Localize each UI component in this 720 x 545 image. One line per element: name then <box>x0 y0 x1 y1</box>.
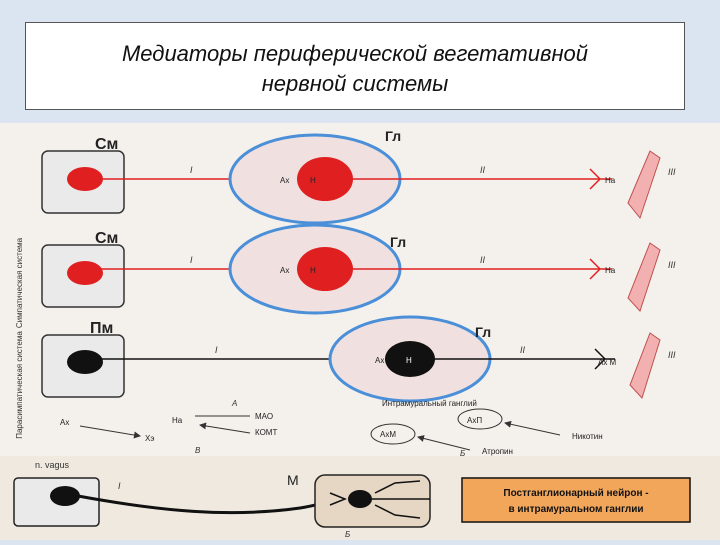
mao-label: МАО <box>255 412 273 421</box>
vagus-roman: I <box>118 481 121 491</box>
intramural-neuron <box>348 490 372 508</box>
gang-receptor-label-3: Н <box>406 356 412 365</box>
roman-1-3: I <box>215 345 218 355</box>
nerve-ending-1 <box>589 168 612 190</box>
cns-nucleus-3 <box>67 350 103 374</box>
effector-label-2: На <box>605 266 616 275</box>
ganglion-label-2: Гл <box>390 234 406 250</box>
diagram-svg: Симпатическая система Парасимпатическая … <box>0 128 720 540</box>
ax-arrow <box>79 425 141 439</box>
komt-label: КОМТ <box>255 428 277 437</box>
side-label-parasympathetic: Парасимпатическая система <box>15 331 24 439</box>
axm-label: АхМ <box>380 430 396 439</box>
synapse-label-2: Ах <box>280 266 289 275</box>
nicotine-label: Никотин <box>572 432 603 441</box>
roman-2-1: II <box>480 165 486 175</box>
row-2: См I Гл Ах Н II На III <box>41 223 676 315</box>
ax-label: Ах <box>60 418 69 427</box>
vagus-label: n. vagus <box>35 460 70 470</box>
roman-3-1: III <box>668 167 676 177</box>
orange-box-line-1: Постганглионарный нейрон - <box>503 488 648 499</box>
nerve-ending-3 <box>594 348 615 370</box>
intramural-fibers <box>329 480 430 519</box>
letter-a: А <box>231 399 237 408</box>
effector-cell-2 <box>627 242 661 312</box>
letter-v: В <box>195 446 201 455</box>
synapse-label-1: Ах <box>280 176 289 185</box>
side-label-sympathetic: Симпатическая система <box>15 237 24 328</box>
row-1: См I Гл Ах Н II На III <box>41 128 676 225</box>
roman-2-2: II <box>480 255 486 265</box>
cns-label-1: См <box>95 136 118 153</box>
synapse-label-3: Ах <box>375 356 384 365</box>
roman-3-2: III <box>668 260 676 270</box>
cns-label-2: См <box>95 230 118 247</box>
komt-arrow <box>199 422 251 434</box>
bottom-letter-b: Б <box>345 530 350 539</box>
roman-1-2: I <box>190 255 193 265</box>
cns-label-3: Пм <box>90 320 113 337</box>
title-box: Медиаторы периферической вегетативной не… <box>25 22 685 110</box>
effector-label-1: На <box>605 176 616 185</box>
roman-3-3: III <box>668 350 676 360</box>
axp-receptor <box>457 408 503 430</box>
intramural-label: Интрамуральный ганглий <box>382 399 477 408</box>
ganglion-neuron-3 <box>385 341 435 377</box>
atropine-arrow <box>417 435 471 451</box>
axp-label: АхП <box>467 416 482 425</box>
orange-box-line-2: в интрамуральном ганглии <box>508 504 643 515</box>
title-line-2: нервной системы <box>261 71 449 96</box>
row-3: Пм I Гл Ах Н II Ах М III Интрамуральный … <box>41 315 676 408</box>
intestinal-wall <box>314 474 431 528</box>
ganglion-label-1: Гл <box>385 128 401 144</box>
nicotine-arrow <box>504 420 561 436</box>
ganglion-neuron-1 <box>297 157 353 201</box>
nerve-ending-2 <box>589 258 612 280</box>
metabolism-section: А Ах Хэ На МАО КОМТ В <box>60 399 277 455</box>
na-label: На <box>172 416 183 425</box>
cns-nucleus-2 <box>67 261 103 285</box>
title-line-1: Медиаторы периферической вегетативной <box>121 41 589 66</box>
m-label: М <box>287 472 299 488</box>
receptors-section: АхП АхМ Никотин Атропин Б <box>370 408 603 458</box>
effector-cell-1 <box>627 150 661 220</box>
orange-box <box>461 477 691 523</box>
xe-label: Хэ <box>145 434 154 443</box>
gang-receptor-label-2: Н <box>310 266 316 275</box>
effector-label-3: Ах М <box>598 358 617 367</box>
gang-receptor-label-1: Н <box>310 176 316 185</box>
mediator-diagram: Симпатическая система Парасимпатическая … <box>0 123 720 540</box>
atropine-label: Атропин <box>482 447 513 456</box>
ganglion-neuron-2 <box>297 247 353 291</box>
roman-2-3: II <box>520 345 526 355</box>
axm-receptor <box>370 423 416 445</box>
letter-b-top: Б <box>460 449 465 458</box>
cns-nucleus-1 <box>67 167 103 191</box>
ganglion-label-3: Гл <box>475 324 491 340</box>
roman-1-1: I <box>190 165 193 175</box>
vagus-nucleus <box>50 486 80 506</box>
effector-cell-3 <box>629 332 661 399</box>
vagus-panel: n. vagus I М Б Постганглионарный нейрон … <box>0 456 720 540</box>
